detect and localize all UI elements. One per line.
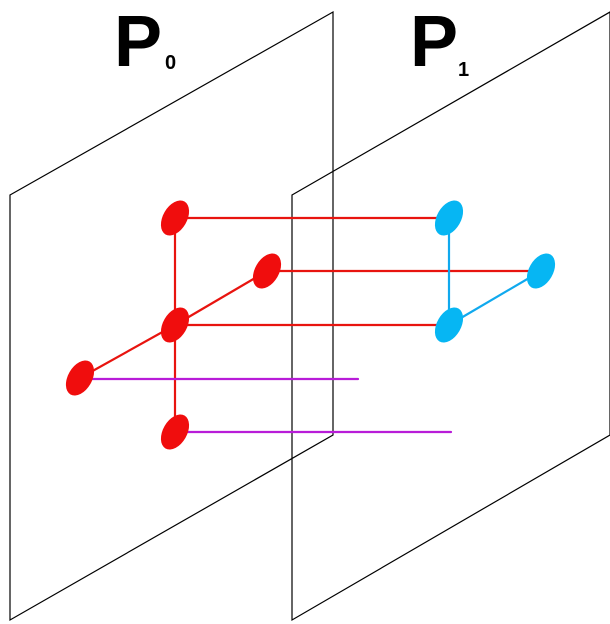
p0-point-center bbox=[160, 307, 190, 343]
p0-point-right bbox=[252, 253, 282, 289]
plane-p0 bbox=[9, 10, 334, 622]
p0-point-left bbox=[65, 360, 95, 396]
p0-point-top bbox=[160, 200, 190, 236]
plane-p1 bbox=[291, 11, 610, 622]
p1-point-top bbox=[434, 200, 464, 236]
plane-p1-label: P 1 bbox=[410, 2, 469, 82]
plane-p0-letter: P bbox=[114, 2, 162, 82]
p1-point-bottom bbox=[434, 307, 464, 343]
plane-p1-letter: P bbox=[410, 2, 458, 82]
plane-p0-label: P 0 bbox=[114, 2, 176, 82]
plane-p0-subscript: 0 bbox=[165, 52, 176, 74]
p0-edge-center-to-left bbox=[78, 323, 177, 380]
p1-edge-right-to-bottom bbox=[447, 269, 543, 327]
p0-edge-right-to-center bbox=[173, 269, 269, 327]
p0-point-bottom bbox=[160, 414, 190, 450]
p1-point-right bbox=[526, 253, 556, 289]
plane-p1-subscript: 1 bbox=[458, 59, 469, 81]
